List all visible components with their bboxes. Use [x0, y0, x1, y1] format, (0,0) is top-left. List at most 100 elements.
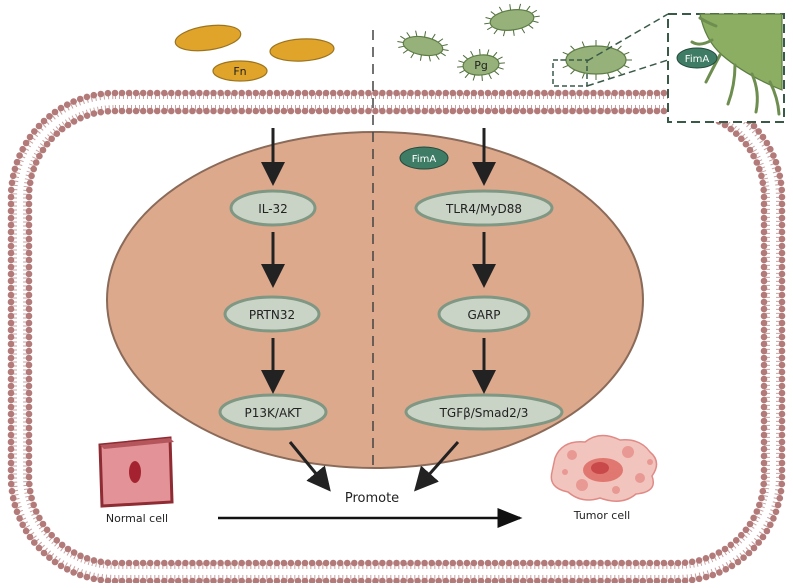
lipid-head	[97, 90, 105, 98]
lipid-head	[428, 107, 436, 115]
pg-bacteria-group	[397, 3, 632, 81]
lipid-head	[778, 466, 786, 474]
lipid-head	[7, 361, 15, 369]
lipid-head	[25, 326, 33, 334]
lipid-head	[639, 559, 647, 567]
lipid-head	[259, 89, 267, 97]
lipid-head	[653, 89, 661, 97]
lipid-head	[534, 107, 541, 115]
lipid-head	[414, 107, 421, 115]
lipid-head	[597, 89, 604, 97]
lipid-head	[273, 89, 281, 97]
lipid-head	[778, 270, 786, 278]
lipid-head	[393, 107, 400, 115]
lipid-head	[639, 577, 647, 585]
lipid-head	[576, 577, 583, 585]
lipid-head	[182, 107, 189, 115]
lipid-head	[118, 107, 126, 115]
lipid-head	[19, 521, 27, 529]
lipid-head	[760, 235, 768, 243]
lipid-head	[386, 107, 393, 115]
lipid-head	[519, 577, 527, 585]
lipid-head	[709, 571, 717, 579]
lipid-head	[90, 91, 98, 99]
lipid-head	[400, 107, 407, 115]
lipid-head	[266, 577, 274, 585]
lipid-head	[414, 577, 421, 585]
lipid-head	[760, 186, 767, 194]
lipid-head	[25, 361, 33, 369]
lipid-head	[778, 298, 786, 306]
lipid-head	[646, 107, 654, 115]
lipid-head	[336, 89, 344, 97]
lipid-head	[76, 571, 84, 579]
lipid-head	[512, 89, 520, 97]
lipid-head	[463, 107, 471, 115]
lipid-head	[695, 575, 703, 583]
lipid-head	[77, 114, 84, 122]
lipid-head	[688, 558, 696, 566]
pg-bacterium	[457, 49, 505, 81]
lipid-head	[259, 577, 267, 585]
lipid-head	[51, 558, 59, 566]
lipid-head	[168, 107, 175, 115]
lipid-head	[611, 559, 618, 567]
lipid-head	[491, 107, 499, 115]
lipid-head	[760, 256, 768, 264]
lipid-head	[760, 417, 768, 425]
lipid-head	[118, 89, 126, 97]
zoom-pili	[690, 16, 781, 116]
lipid-head	[778, 312, 786, 320]
lipid-head	[7, 319, 15, 327]
lipid-head	[681, 559, 689, 566]
lipid-head	[760, 270, 768, 278]
lipid-head	[760, 347, 768, 355]
lipid-head	[104, 577, 112, 585]
lipid-head	[421, 89, 429, 97]
lipid-head	[639, 107, 647, 115]
lipid-head	[760, 396, 768, 404]
lipid-head	[576, 89, 583, 97]
zoom-connector	[586, 59, 669, 87]
lipid-head	[449, 559, 457, 567]
lipid-head	[30, 165, 37, 173]
lipid-head	[778, 326, 786, 334]
lipid-head	[26, 186, 33, 194]
lipid-head	[760, 207, 768, 215]
lipid-head	[111, 577, 119, 585]
lipid-head	[646, 577, 654, 585]
lipid-head	[519, 89, 527, 97]
lipid-head	[77, 552, 84, 560]
lipid-head	[182, 89, 189, 97]
lipid-head	[287, 107, 295, 115]
lipid-head	[273, 107, 281, 115]
lipid-head	[28, 494, 35, 502]
lipid-head	[22, 527, 30, 535]
lipid-head	[778, 389, 786, 397]
lipid-head	[484, 559, 492, 567]
lipid-head	[358, 559, 365, 567]
lipid-head	[26, 533, 34, 541]
lipid-head	[569, 559, 576, 567]
lipid-head	[491, 577, 499, 585]
lipid-head	[25, 291, 33, 299]
lipid-head	[336, 107, 344, 115]
lipid-head	[746, 520, 754, 528]
lipid-head	[442, 107, 450, 115]
lipid-head	[25, 284, 33, 292]
pathway-node	[404, 393, 564, 431]
lipid-head	[358, 89, 365, 97]
lipid-head	[618, 577, 625, 585]
lipid-head	[329, 89, 337, 97]
pathway-node-label: IL-32	[258, 202, 288, 216]
lipid-head	[597, 559, 604, 567]
lipid-head	[329, 107, 337, 115]
lipid-head	[772, 508, 780, 516]
lipid-head	[477, 89, 485, 97]
lipid-head	[90, 557, 98, 564]
lipid-head	[70, 549, 78, 556]
lipid-head	[40, 117, 48, 125]
lipid-head	[294, 559, 302, 567]
lipid-head	[238, 559, 245, 567]
lipid-head	[57, 104, 65, 112]
